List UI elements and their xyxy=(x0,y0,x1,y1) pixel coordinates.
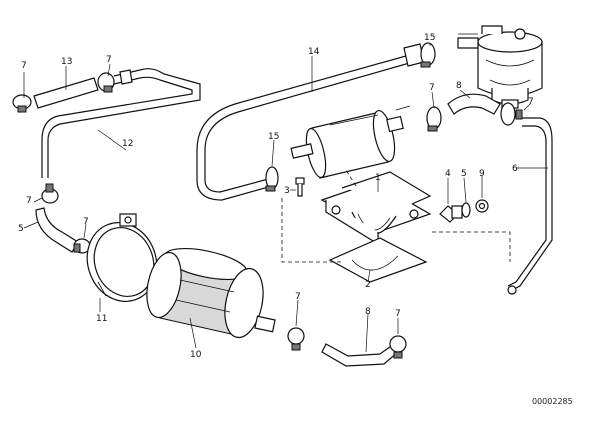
hose-clamp-15-pump xyxy=(265,166,279,192)
fuel-hose-13 xyxy=(33,77,99,109)
callout-7: 7 xyxy=(106,55,112,65)
fuel-line-12 xyxy=(41,68,201,178)
callout-5: 5 xyxy=(18,224,24,234)
callout-3: 3 xyxy=(284,186,290,196)
callout-1: 1 xyxy=(375,173,381,183)
callout-5: 5 xyxy=(461,169,467,179)
rubber-mount xyxy=(328,237,428,283)
document-number: 00002285 xyxy=(532,397,573,406)
callout-7: 7 xyxy=(295,292,301,302)
callout-13: 13 xyxy=(61,57,72,67)
fuel-reservoir xyxy=(146,247,276,339)
callout-12: 12 xyxy=(122,139,133,149)
callout-2: 2 xyxy=(365,280,371,290)
fuel-hose-8-upper xyxy=(447,93,501,115)
assembly-line-right xyxy=(432,231,511,262)
callout-15: 15 xyxy=(268,132,279,142)
callout-8: 8 xyxy=(365,307,371,317)
fuel-hose-8-lower xyxy=(321,343,399,367)
callout-11: 11 xyxy=(96,314,107,324)
callout-leaders xyxy=(23,44,548,353)
hose-clamp-7-top-left xyxy=(12,94,32,113)
fuel-hose-5 xyxy=(35,207,79,253)
callout-7: 7 xyxy=(21,61,27,71)
nut-9 xyxy=(475,199,489,213)
fuel-line-6 xyxy=(507,117,553,295)
assembly-line-left xyxy=(281,198,344,263)
callout-6: 6 xyxy=(512,164,518,174)
hose-clamp-7-left xyxy=(41,183,59,204)
callout-7: 7 xyxy=(26,196,32,206)
washer-5 xyxy=(461,202,471,218)
callout-8: 8 xyxy=(456,81,462,91)
hose-clamp-15-top xyxy=(420,42,436,68)
electric-fuel-pump xyxy=(290,105,411,179)
hose-clamp-7-upper-right xyxy=(426,106,442,132)
callout-14: 14 xyxy=(308,47,320,57)
hose-clamp-7-top-center xyxy=(97,72,115,93)
callout-10: 10 xyxy=(190,350,202,360)
callout-7: 7 xyxy=(83,217,89,227)
callout-4: 4 xyxy=(445,169,451,179)
screw-3 xyxy=(295,177,305,197)
hose-clamp-7-filter xyxy=(500,102,523,126)
fuel-hose-14 xyxy=(196,43,425,201)
callout-7: 7 xyxy=(429,83,435,93)
assembly-line-bracket xyxy=(345,169,357,187)
callout-7: 7 xyxy=(395,309,401,319)
callout-9: 9 xyxy=(479,169,485,179)
callout-7: 7 xyxy=(528,97,534,107)
pump-bracket xyxy=(320,171,432,246)
hose-clamp-7-lower-right xyxy=(389,335,407,359)
connector-4 xyxy=(439,205,463,223)
tank-clamp-strap xyxy=(86,213,158,302)
fuel-filter-housing xyxy=(457,25,543,109)
hose-clamp-7-tank-outlet xyxy=(287,327,305,351)
callout-15: 15 xyxy=(424,33,435,43)
